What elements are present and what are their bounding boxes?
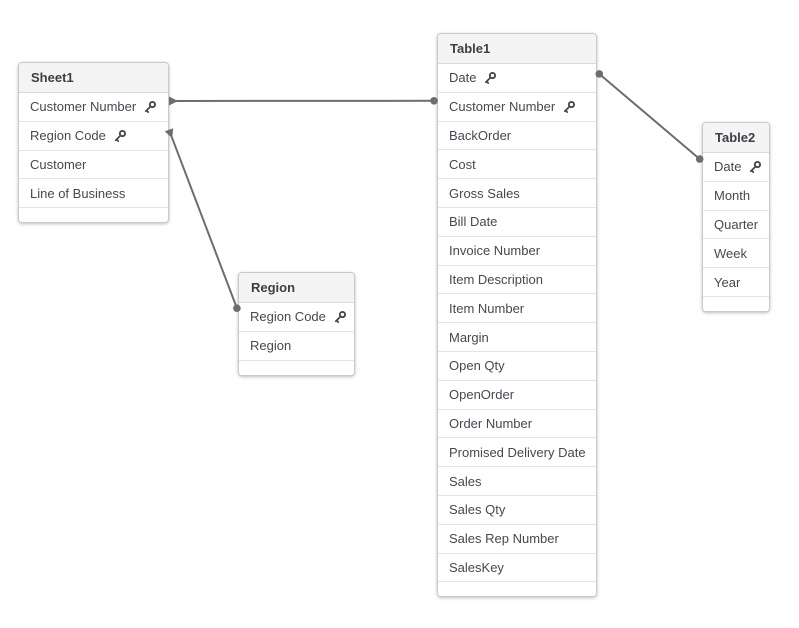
- key-icon: [485, 71, 497, 84]
- connector-line: [596, 71, 703, 162]
- field-row[interactable]: Month: [703, 181, 769, 211]
- key-icon: [145, 100, 157, 113]
- field-row[interactable]: OpenOrder: [438, 380, 596, 410]
- table-header[interactable]: Table2: [703, 123, 769, 153]
- field-label: OpenOrder: [449, 387, 515, 403]
- field-row[interactable]: Margin: [438, 323, 596, 352]
- field-row[interactable]: Gross Sales: [438, 179, 596, 208]
- connector-line: [168, 129, 239, 312]
- field-row[interactable]: Region Code: [19, 121, 168, 151]
- field-label: BackOrder: [449, 127, 512, 143]
- field-label: Promised Delivery Date: [449, 444, 586, 460]
- field-label: Line of Business: [30, 185, 126, 201]
- field-row[interactable]: Promised Delivery Date: [438, 438, 596, 468]
- field-row[interactable]: Bill Date: [438, 207, 596, 237]
- field-label: Margin: [449, 329, 489, 345]
- field-row[interactable]: Sales: [438, 467, 596, 496]
- field-row[interactable]: Open Qty: [438, 351, 596, 381]
- field-row[interactable]: Sales Rep Number: [438, 524, 596, 554]
- field-row[interactable]: Region: [239, 331, 354, 361]
- table-footer-spacer: [19, 208, 168, 223]
- field-row[interactable]: Invoice Number: [438, 236, 596, 266]
- field-label: Order Number: [449, 415, 533, 431]
- field-label: Bill Date: [449, 214, 498, 230]
- key-icon: [114, 129, 126, 142]
- field-label: Cost: [449, 156, 476, 172]
- field-label: Sales Qty: [449, 502, 506, 518]
- field-row[interactable]: BackOrder: [438, 121, 596, 151]
- field-label: Region: [250, 338, 292, 354]
- field-row[interactable]: Date: [703, 153, 769, 182]
- field-label: Open Qty: [449, 358, 505, 374]
- field-label: Region Code: [30, 128, 106, 144]
- field-label: Invoice Number: [449, 243, 541, 259]
- field-row[interactable]: Sales Qty: [438, 495, 596, 525]
- key-icon: [750, 160, 762, 173]
- field-label: Date: [714, 159, 742, 175]
- field-label: Item Description: [449, 271, 543, 287]
- field-row[interactable]: Line of Business: [19, 179, 168, 209]
- field-label: Customer Number: [449, 99, 556, 115]
- table-footer-spacer: [239, 360, 354, 375]
- field-row[interactable]: Item Description: [438, 265, 596, 295]
- field-row[interactable]: Year: [703, 268, 769, 297]
- table-header[interactable]: Sheet1: [19, 63, 168, 93]
- field-row[interactable]: Order Number: [438, 409, 596, 439]
- field-label: Year: [714, 274, 741, 290]
- field-row[interactable]: Quarter: [703, 210, 769, 240]
- field-label: Gross Sales: [449, 185, 520, 201]
- table-footer-spacer: [703, 296, 769, 311]
- field-label: Week: [714, 245, 747, 261]
- key-icon: [334, 310, 346, 323]
- field-row[interactable]: Customer Number: [438, 92, 596, 122]
- field-label: Sales Rep Number: [449, 531, 559, 547]
- field-row[interactable]: Region Code: [239, 303, 354, 332]
- field-label: Region Code: [250, 309, 326, 325]
- field-row[interactable]: Week: [703, 239, 769, 269]
- key-icon: [564, 100, 576, 113]
- field-row[interactable]: Customer: [19, 150, 168, 180]
- field-label: Customer Number: [30, 99, 137, 115]
- field-row[interactable]: Cost: [438, 150, 596, 180]
- field-row[interactable]: Customer Number: [19, 93, 168, 122]
- table-footer-spacer: [438, 582, 596, 597]
- field-label: Date: [449, 70, 477, 86]
- table-header[interactable]: Region: [239, 273, 354, 303]
- field-row[interactable]: SalesKey: [438, 553, 596, 583]
- field-label: Quarter: [714, 216, 759, 232]
- field-row[interactable]: Item Number: [438, 294, 596, 324]
- field-label: SalesKey: [449, 559, 504, 575]
- field-label: Item Number: [449, 300, 525, 316]
- field-label: Sales: [449, 473, 482, 489]
- field-label: Month: [714, 188, 751, 204]
- table-header[interactable]: Table1: [438, 34, 596, 64]
- connector-arrow: [168, 96, 178, 106]
- field-label: Customer: [30, 156, 87, 172]
- field-row[interactable]: Date: [438, 64, 596, 93]
